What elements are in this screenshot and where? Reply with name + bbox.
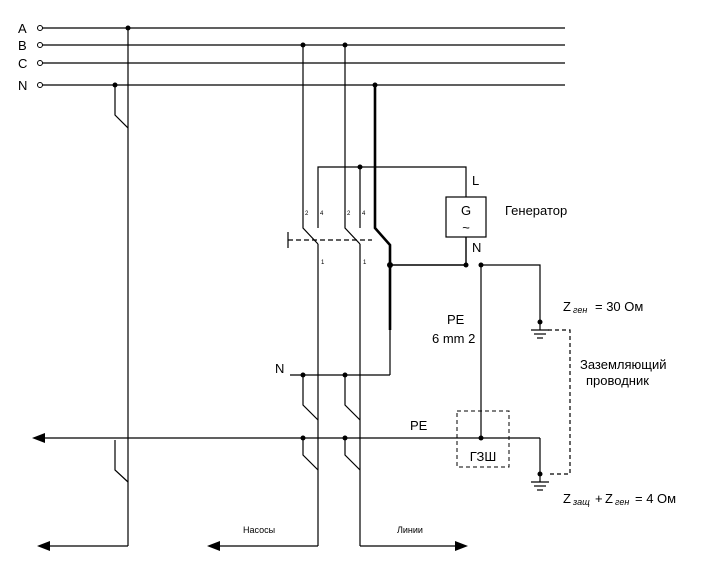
bus-label-a: A <box>18 21 27 36</box>
z-protect-symbol: Z <box>563 491 571 506</box>
terminal-n <box>37 82 43 88</box>
z-gen-symbol-2: Z <box>605 491 613 506</box>
junction-dot <box>300 372 306 378</box>
z-gen-subscript: ген <box>573 305 587 315</box>
load-switch-4 <box>344 440 361 471</box>
z-gen-subscript-2: ген <box>615 497 629 507</box>
generator-l-feed <box>317 166 467 205</box>
pin-label: 2 <box>305 211 309 217</box>
bus-label-c: C <box>18 56 27 71</box>
pe-bus-arrow <box>32 433 45 443</box>
junction-dot <box>300 42 306 48</box>
junction-dot <box>478 262 484 268</box>
generator-sine-icon: ~ <box>462 220 470 235</box>
pe-bus-label: PE <box>410 418 428 433</box>
earth-conductor-label-1: Заземляющий <box>580 357 667 372</box>
pe-conductor-label: PE <box>447 312 465 327</box>
junction-dot <box>478 435 484 441</box>
terminal-a <box>37 25 43 31</box>
junction-dots <box>112 25 543 477</box>
generator-l-label: L <box>472 173 479 188</box>
junction-dot <box>342 435 348 441</box>
generator-n-label: N <box>472 240 481 255</box>
ground-symbol-generator <box>531 322 549 339</box>
generator-label: Генератор <box>505 203 567 218</box>
gzsh-box <box>456 410 510 468</box>
z-protect-subscript: защ <box>572 497 590 507</box>
ground-symbol-gzsh <box>531 474 549 491</box>
bus-label-b: B <box>18 38 27 53</box>
load-switch-3 <box>302 440 319 471</box>
junction-dot <box>300 435 306 441</box>
generator-earth-lead <box>481 264 541 322</box>
load-switch-1 <box>302 395 319 421</box>
junction-dot <box>372 82 378 88</box>
junction-dot <box>112 82 118 88</box>
earth-conductor-dashed <box>548 329 571 475</box>
pin-label: 4 <box>320 211 324 217</box>
junction-dot <box>357 164 363 170</box>
generator-neutral-to-junction <box>390 237 467 266</box>
pumps-output-arrow <box>207 541 220 551</box>
generator-neutral-heavy <box>373 85 392 330</box>
z-gen-value: = 30 Ом <box>595 299 643 314</box>
z-gen-symbol: Z <box>563 299 571 314</box>
load-neutral-label: N <box>275 361 284 376</box>
bus-terminals <box>37 25 43 88</box>
pin-label: 2 <box>347 211 351 217</box>
left-upper-neutral-switch <box>114 85 129 129</box>
pumps-label: Насосы <box>243 525 275 535</box>
pin-label: 4 <box>362 211 366 217</box>
arrows <box>32 433 468 551</box>
junction-dot <box>342 372 348 378</box>
pin-label: 1 <box>321 260 325 266</box>
lines-label: Линии <box>397 525 423 535</box>
junction-dot <box>342 42 348 48</box>
terminal-b <box>37 42 43 48</box>
switch-blade-3 <box>344 205 361 245</box>
lines-output-arrow <box>455 541 468 551</box>
load-switch-2 <box>344 395 361 421</box>
generator-box <box>445 196 487 238</box>
earth-conductor-label-2: проводник <box>586 373 649 388</box>
pe-conductor-size: 6 mm 2 <box>432 331 475 346</box>
generator-symbol: G <box>461 203 471 218</box>
junction-dot <box>463 262 469 268</box>
z-plus-sign: + <box>595 491 603 506</box>
terminal-c <box>37 60 43 66</box>
left-output-arrow <box>37 541 50 551</box>
junction-dot <box>125 25 131 31</box>
junction-dot <box>387 262 393 268</box>
left-lower-switch <box>114 440 129 483</box>
z-sum-value: = 4 Ом <box>635 491 676 506</box>
wiring <box>40 27 571 547</box>
pin-label: 1 <box>363 260 367 266</box>
gzsh-label: ГЗШ <box>470 449 497 464</box>
bus-label-n: N <box>18 78 27 93</box>
switch-blade-1 <box>302 205 319 245</box>
